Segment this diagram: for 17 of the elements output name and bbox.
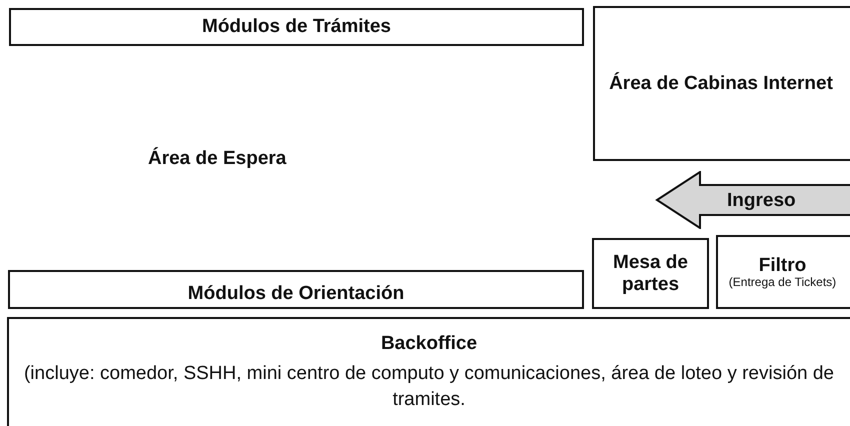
area-title: Filtro <box>758 256 806 276</box>
internet-booth-area <box>593 6 850 161</box>
backoffice-area <box>7 317 850 426</box>
area-title: Área de Espera <box>148 148 286 170</box>
guidance-module-area <box>8 270 584 309</box>
filter-desk <box>716 235 850 309</box>
area-title: Área de Cabinas Internet <box>609 72 833 94</box>
area-note: (incluye: comedor, SSHH, mini centro de computo y comunicaciones, área de loteo y revisión de tramites. <box>22 362 835 412</box>
area-title: Mesa de partes <box>612 252 689 296</box>
entrance-arrow <box>655 171 850 229</box>
area-title: Backoffice <box>380 333 478 355</box>
reception-desk <box>592 238 709 309</box>
area-note: (Entrega de Tickets) <box>728 276 836 288</box>
area-title: Módulos de Trámites <box>202 16 391 38</box>
area-title: Ingreso <box>727 190 796 212</box>
area-title: Módulos de Orientación <box>188 283 404 305</box>
service-module-area <box>9 8 584 46</box>
